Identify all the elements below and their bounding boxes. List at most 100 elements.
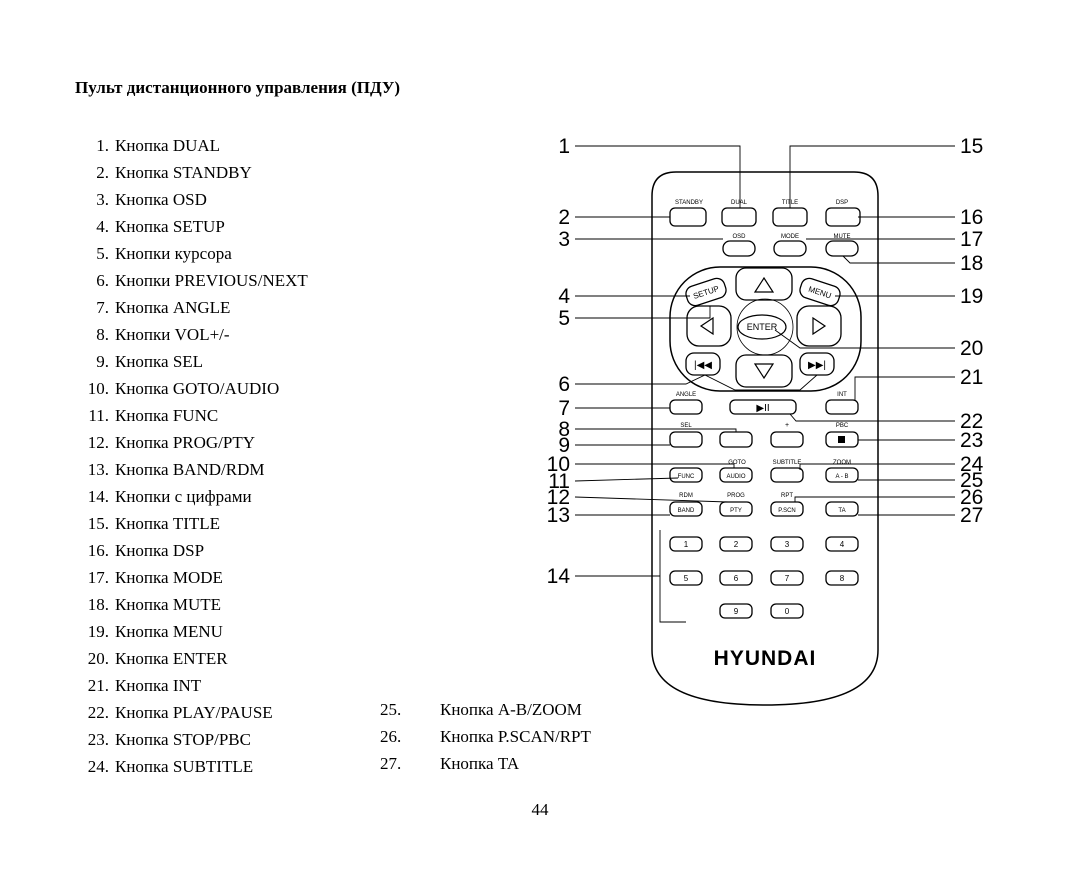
func-button[interactable] bbox=[669, 467, 703, 483]
item-text: Кнопка P.SCAN/RPT bbox=[440, 727, 591, 746]
digit-button-6[interactable] bbox=[719, 570, 753, 586]
item-number: 17. bbox=[87, 568, 109, 587]
title-button[interactable] bbox=[772, 207, 808, 227]
digit-label: 1 bbox=[684, 540, 689, 549]
item-number: 4. bbox=[96, 217, 109, 236]
list-item: 27.Кнопка TA bbox=[380, 750, 591, 777]
dsp-label: DSP bbox=[836, 200, 848, 206]
item-text: Кнопка OSD bbox=[115, 190, 207, 209]
menu-button[interactable] bbox=[798, 276, 842, 307]
list-item: 3.Кнопка OSD bbox=[75, 186, 308, 213]
callout-number: 24 bbox=[960, 453, 984, 476]
play-pause-button[interactable] bbox=[729, 399, 797, 415]
list-item: 13.Кнопка BAND/RDM bbox=[75, 456, 308, 483]
play-pause-icon: ▶II bbox=[756, 403, 769, 414]
callout-number: 22 bbox=[960, 410, 983, 433]
digit-button-5[interactable] bbox=[669, 570, 703, 586]
remote-body bbox=[651, 171, 879, 706]
digit-button-9[interactable] bbox=[719, 603, 753, 619]
up-button[interactable] bbox=[735, 267, 793, 301]
up-arrow-icon bbox=[753, 276, 775, 293]
int-button[interactable] bbox=[825, 399, 859, 415]
left-button[interactable] bbox=[686, 305, 732, 347]
item-number: 5. bbox=[96, 244, 109, 263]
item-text: Кнопка SEL bbox=[115, 352, 204, 371]
item-text: Кнопка SUBTITLE bbox=[115, 757, 254, 776]
previous-button[interactable] bbox=[685, 352, 721, 376]
item-number: 20. bbox=[87, 649, 109, 668]
ab-button[interactable] bbox=[825, 467, 859, 483]
callout-number: 15 bbox=[960, 135, 983, 158]
band-button[interactable] bbox=[669, 501, 703, 517]
item-text: Кнопка MUTE bbox=[115, 595, 221, 614]
vol-minus-button[interactable] bbox=[719, 431, 753, 448]
digit-button-7[interactable] bbox=[770, 570, 804, 586]
angle-button[interactable] bbox=[669, 399, 703, 415]
callout-number: 20 bbox=[960, 337, 983, 360]
item-number: 7. bbox=[96, 298, 109, 317]
right-arrow-icon bbox=[812, 316, 827, 336]
pscn-button[interactable] bbox=[770, 501, 804, 517]
digit-button-3[interactable] bbox=[770, 536, 804, 552]
mute-button[interactable] bbox=[825, 240, 859, 257]
pty-button[interactable] bbox=[719, 501, 753, 517]
stop-button[interactable] bbox=[825, 431, 859, 448]
callout-number: 26 bbox=[960, 486, 983, 509]
item-text: Кнопка STANDBY bbox=[115, 163, 252, 182]
item-number: 8. bbox=[96, 325, 109, 344]
digit-button-2[interactable] bbox=[719, 536, 753, 552]
pbc-label: PBC bbox=[836, 423, 849, 429]
item-number: 10. bbox=[87, 379, 109, 398]
pty-label: PTY bbox=[730, 508, 742, 514]
digit-button-0[interactable] bbox=[770, 603, 804, 619]
rpt-label: RPT bbox=[781, 493, 793, 499]
ta-button[interactable] bbox=[825, 501, 859, 517]
audio-label: AUDIO bbox=[726, 474, 745, 480]
enter-ring bbox=[736, 298, 794, 356]
setup-button[interactable] bbox=[684, 276, 728, 307]
callout-number: 13 bbox=[547, 504, 570, 527]
page-number: 44 bbox=[531, 800, 549, 819]
stop-icon bbox=[838, 436, 845, 443]
item-number: 9. bbox=[96, 352, 109, 371]
callout-number: 21 bbox=[960, 366, 983, 389]
down-button[interactable] bbox=[735, 354, 793, 388]
enter-button[interactable] bbox=[737, 314, 787, 340]
vol-plus-button[interactable] bbox=[770, 431, 804, 448]
pscn-label: P.SCN bbox=[778, 508, 796, 514]
item-number: 26. bbox=[380, 727, 402, 746]
item-text: Кнопки VOL+/- bbox=[115, 325, 230, 344]
list-item: 4.Кнопка SETUP bbox=[75, 213, 308, 240]
item-number: 27. bbox=[380, 754, 402, 773]
mute-label: MUTE bbox=[834, 234, 851, 240]
audio-button[interactable] bbox=[719, 467, 753, 483]
osd-button[interactable] bbox=[722, 240, 756, 257]
previous-icon: |◀◀ bbox=[694, 360, 712, 371]
digit-button-1[interactable] bbox=[669, 536, 703, 552]
list-item: 19.Кнопка MENU bbox=[75, 618, 308, 645]
callout-number: 4 bbox=[558, 285, 570, 308]
sel-button[interactable] bbox=[669, 431, 703, 448]
dsp-button[interactable] bbox=[825, 207, 861, 227]
mode-button[interactable] bbox=[773, 240, 807, 257]
right-button[interactable] bbox=[796, 305, 842, 347]
callout-number: 2 bbox=[558, 206, 570, 229]
list-item: 8. Кнопки VOL+/- bbox=[75, 321, 308, 348]
standby-button[interactable] bbox=[669, 207, 707, 227]
list-item: 23.Кнопка STOP/PBC bbox=[75, 726, 308, 753]
prog-label: PROG bbox=[727, 493, 745, 499]
item-number: 15. bbox=[87, 514, 109, 533]
list-item: 5.Кнопки курсора bbox=[75, 240, 308, 267]
list-item: 1.Кнопка DUAL bbox=[75, 132, 308, 159]
digit-button-8[interactable] bbox=[825, 570, 859, 586]
list-item: 9. Кнопка SEL bbox=[75, 348, 308, 375]
dual-button[interactable] bbox=[721, 207, 757, 227]
subtitle-button[interactable] bbox=[770, 467, 804, 483]
item-number: 16. bbox=[87, 541, 109, 560]
callout-number: 17 bbox=[960, 228, 983, 251]
item-text: Кнопка GOTO/AUDIO bbox=[115, 379, 280, 398]
digit-button-4[interactable] bbox=[825, 536, 859, 552]
